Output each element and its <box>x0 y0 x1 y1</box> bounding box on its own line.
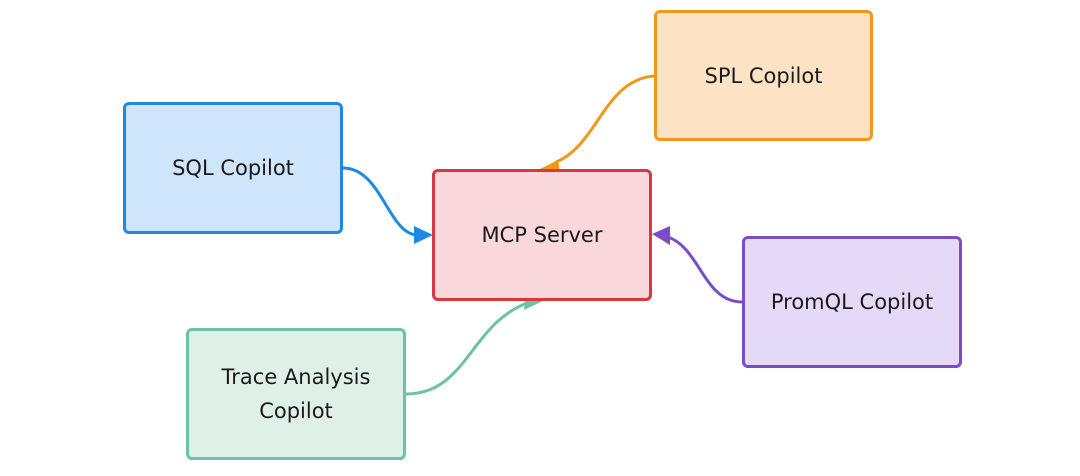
node-promql-copilot: PromQL Copilot <box>742 236 962 368</box>
node-spl-copilot: SPL Copilot <box>654 10 873 141</box>
node-label-mcp-server: MCP Server <box>481 223 603 247</box>
node-trace-analysis-copilot: Trace Analysis Copilot <box>186 328 406 460</box>
node-sql-copilot: SQL Copilot <box>123 102 343 234</box>
edge-promql-to-mcp <box>667 235 743 304</box>
arrowhead-promql-to-mcp <box>652 226 670 245</box>
node-label-sql-copilot: SQL Copilot <box>172 156 294 180</box>
edge-trace-to-mcp <box>405 300 531 396</box>
node-label-promql-copilot: PromQL Copilot <box>770 290 934 314</box>
edge-sql-to-mcp <box>342 166 419 237</box>
arrowhead-sql-to-mcp <box>414 226 433 244</box>
node-mcp-server: MCP Server <box>432 169 652 301</box>
node-label-trace-analysis-copilot: Trace Analysis Copilot <box>221 365 371 423</box>
edge-spl-to-mcp <box>555 74 655 164</box>
node-label-spl-copilot: SPL Copilot <box>704 63 823 88</box>
